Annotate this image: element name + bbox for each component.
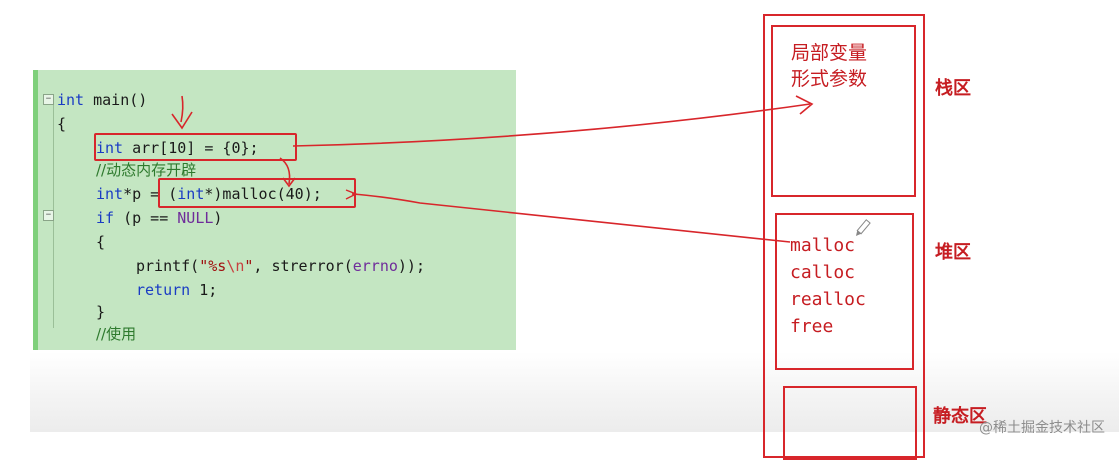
code-line-10: } [96,300,105,324]
code-token: { [96,233,106,251]
code-token: 1; [190,281,218,299]
code-token: printf( [136,257,200,275]
code-token: " [244,257,254,275]
static-region-box [783,386,917,460]
stack-region-label: 栈区 [935,78,971,99]
code-token: //动态内存开辟 [96,161,197,179]
code-token: if [96,209,115,227]
code-token: , strerror( [253,257,353,275]
fold-toggle-if[interactable]: − [43,210,54,221]
stack-item-local-vars: 局部变量 [791,42,868,64]
heap-item-free: free [790,316,834,337]
code-line-6: if (p == NULL) [96,206,222,230]
static-region-label: 静态区 [933,406,987,427]
heap-region-label: 堆区 [935,242,971,263]
code-token: *p = ( [123,185,178,203]
code-line-2: { [57,112,66,136]
heap-item-realloc: realloc [790,289,866,310]
code-token: { [57,115,67,133]
code-line-1: int main() [57,88,147,112]
code-token: )); [397,257,425,275]
code-token: return [136,281,191,299]
heap-region-box [775,213,914,370]
stack-item-params: 形式参数 [791,68,868,90]
code-token: //使用 [96,325,137,343]
code-token: errno [352,257,398,275]
editor-change-bar [33,70,38,350]
code-token: arr[10] = {0}; [123,139,259,157]
code-editor-panel: − − int main(){int arr[10] = {0};//动态内存开… [33,70,516,350]
heap-item-malloc: malloc [790,235,856,256]
code-line-5: int*p = (int*)malloc(40); [96,182,322,206]
code-line-3: int arr[10] = {0}; [96,136,259,160]
code-token: int [177,185,205,203]
code-token: int [96,185,124,203]
code-line-8: printf("%s\n", strerror(errno)); [136,254,425,278]
arr-declaration-highlight [94,133,297,161]
bottom-fade-band [30,352,1119,432]
malloc-call-highlight [158,178,356,208]
code-token: NULL [177,209,214,227]
code-line-7: { [96,230,105,254]
code-token: \n [226,257,245,275]
site-watermark: @稀土掘金技术社区 [979,420,1105,436]
code-token: } [96,303,106,321]
code-token: int [96,139,124,157]
fold-toggle-main[interactable]: − [43,94,54,105]
code-token: int [57,91,85,109]
code-token: *)malloc(40); [204,185,322,203]
code-line-9: return 1; [136,278,217,302]
code-token: (p == [114,209,178,227]
heap-item-calloc: calloc [790,262,856,283]
code-token: ) [213,209,223,227]
code-line-4: //动态内存开辟 [96,158,196,182]
code-token: "%s [199,257,227,275]
code-token: main() [84,91,148,109]
code-line-11: //使用 [96,322,136,346]
